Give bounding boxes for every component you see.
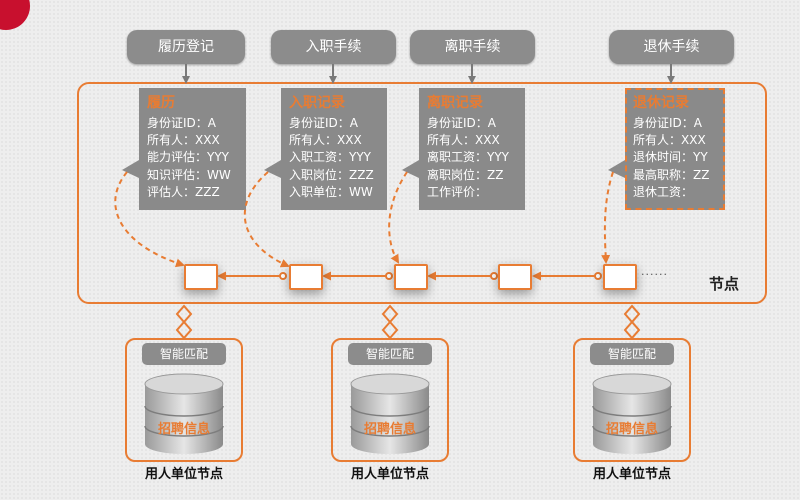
card-line: 最高职称：ZZ bbox=[633, 167, 710, 182]
employer-node-frame bbox=[331, 338, 449, 462]
chain-links bbox=[217, 271, 602, 281]
card-title: 退休记录 bbox=[633, 95, 689, 111]
sync-arrows bbox=[175, 304, 641, 339]
chain-node[interactable] bbox=[603, 264, 637, 290]
node-chain-frame bbox=[77, 82, 767, 304]
database-icon bbox=[144, 373, 224, 454]
retire-procedure-button[interactable]: 退休手续 bbox=[609, 30, 734, 64]
card-title: 离职记录 bbox=[427, 95, 483, 111]
card-line: 所有人：XXX bbox=[633, 133, 706, 148]
employer-node-label: 用人单位节点 bbox=[592, 467, 671, 482]
card-line: 评估人：ZZZ bbox=[147, 184, 220, 199]
card-line: 身份证ID：A bbox=[289, 116, 358, 130]
smart-match-button[interactable]: 智能匹配 bbox=[348, 343, 432, 365]
card-line: 所有人：XXX bbox=[147, 133, 220, 148]
chain-node[interactable] bbox=[394, 264, 428, 290]
card-line: 离职工资：YYY bbox=[427, 150, 509, 165]
process-connectors bbox=[182, 64, 675, 84]
smart-match-button[interactable]: 智能匹配 bbox=[590, 343, 674, 365]
smart-match-button[interactable]: 智能匹配 bbox=[142, 343, 226, 365]
card-line: 身份证ID：A bbox=[633, 116, 702, 130]
db-label: 招聘信息 bbox=[605, 422, 658, 437]
resume-registration-button[interactable]: 履历登记 bbox=[127, 30, 245, 64]
employer-node-frame bbox=[573, 338, 691, 462]
database-icon bbox=[592, 373, 672, 454]
record-pointers bbox=[114, 171, 614, 268]
card-line: 入职岗位：ZZZ bbox=[289, 167, 374, 182]
entry-record-card: 入职记录 身份证ID：A 所有人：XXX 入职工资：YYY 入职岗位：ZZZ 入… bbox=[281, 88, 387, 210]
card-line: 入职单位：WW bbox=[289, 184, 373, 199]
card-line: 知识评估：WW bbox=[147, 167, 231, 182]
card-line: 离职岗位：ZZ bbox=[427, 167, 504, 182]
card-line: 身份证ID：A bbox=[427, 116, 496, 130]
db-label: 招聘信息 bbox=[157, 422, 210, 437]
chain-node[interactable] bbox=[289, 264, 323, 290]
card-line: 退休时间：YY bbox=[633, 150, 708, 165]
card-line: 入职工资：YYY bbox=[289, 150, 371, 165]
leave-procedure-button[interactable]: 离职手续 bbox=[410, 30, 535, 64]
leave-record-card: 离职记录 身份证ID：A 所有人：XXX 离职工资：YYY 离职岗位：ZZ 工作… bbox=[419, 88, 525, 210]
card-line: 身份证ID：A bbox=[147, 116, 216, 130]
employer-node-label: 用人单位节点 bbox=[144, 467, 223, 482]
employer-node-frame bbox=[125, 338, 243, 462]
card-line: 所有人：XXX bbox=[289, 133, 362, 148]
employer-node-label: 用人单位节点 bbox=[350, 467, 429, 482]
chain-node[interactable] bbox=[184, 264, 218, 290]
resume-card: 履历 身份证ID：A 所有人：XXX 能力评估：YYY 知识评估：WW 评估人：… bbox=[139, 88, 246, 210]
card-tails bbox=[122, 160, 625, 178]
db-label: 招聘信息 bbox=[363, 422, 416, 437]
card-title: 入职记录 bbox=[289, 95, 345, 111]
chain-ellipsis: ······ bbox=[641, 268, 668, 281]
card-line: 退休工资： bbox=[633, 184, 694, 199]
card-line: 能力评估：YYY bbox=[147, 150, 229, 165]
card-line: 工作评价： bbox=[427, 184, 488, 199]
chain-node[interactable] bbox=[498, 264, 532, 290]
card-title: 履历 bbox=[147, 95, 175, 111]
entry-procedure-button[interactable]: 入职手续 bbox=[271, 30, 396, 64]
card-line: 所有人：XXX bbox=[427, 133, 500, 148]
node-label: 节点 bbox=[709, 275, 740, 293]
database-icon bbox=[350, 373, 430, 454]
retire-record-card: 退休记录 身份证ID：A 所有人：XXX 退休时间：YY 最高职称：ZZ 退休工… bbox=[625, 88, 725, 210]
